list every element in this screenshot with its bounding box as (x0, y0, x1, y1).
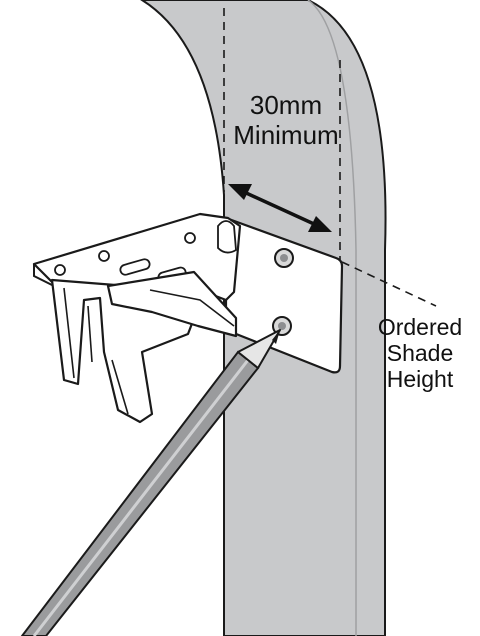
dimension-label-line1: 30mm (249, 90, 323, 120)
bracket-mount-plate (224, 216, 344, 374)
height-label-line3: Height (386, 366, 454, 392)
pencil-highlight (32, 359, 250, 636)
clip-lever (106, 270, 238, 338)
clip-groove-3 (111, 359, 129, 415)
dimension-label: 30mm Minimum (224, 92, 348, 152)
pencil-tip (237, 329, 281, 369)
screw-hole-bottom-inner (278, 322, 286, 330)
screw-hole-top-inner (280, 254, 288, 262)
dimension-label-line2: Minimum (233, 120, 339, 150)
dimension-arrow-head-left (228, 184, 252, 200)
pencil-lead (272, 330, 280, 344)
height-label: Ordered Shade Height (372, 316, 468, 394)
flange-tab (217, 220, 237, 254)
dimension-arrow-head-right (308, 216, 332, 232)
height-label-line2: Shade (386, 340, 454, 366)
clip-groove-2 (87, 305, 93, 363)
height-label-line1: Ordered (377, 314, 463, 340)
guide-line-diagonal (341, 261, 437, 307)
clip-lever-crease (149, 289, 235, 327)
flange-slot-left (119, 258, 151, 276)
bracket-top-edge (33, 264, 59, 289)
dimension-arrow-shaft (243, 190, 315, 226)
flange-hole-right (184, 232, 196, 244)
flange-hole-center (98, 250, 110, 262)
flange-hole-left (54, 264, 66, 276)
clip-groove-1 (63, 287, 75, 379)
frame-inner-edge (307, 0, 357, 636)
